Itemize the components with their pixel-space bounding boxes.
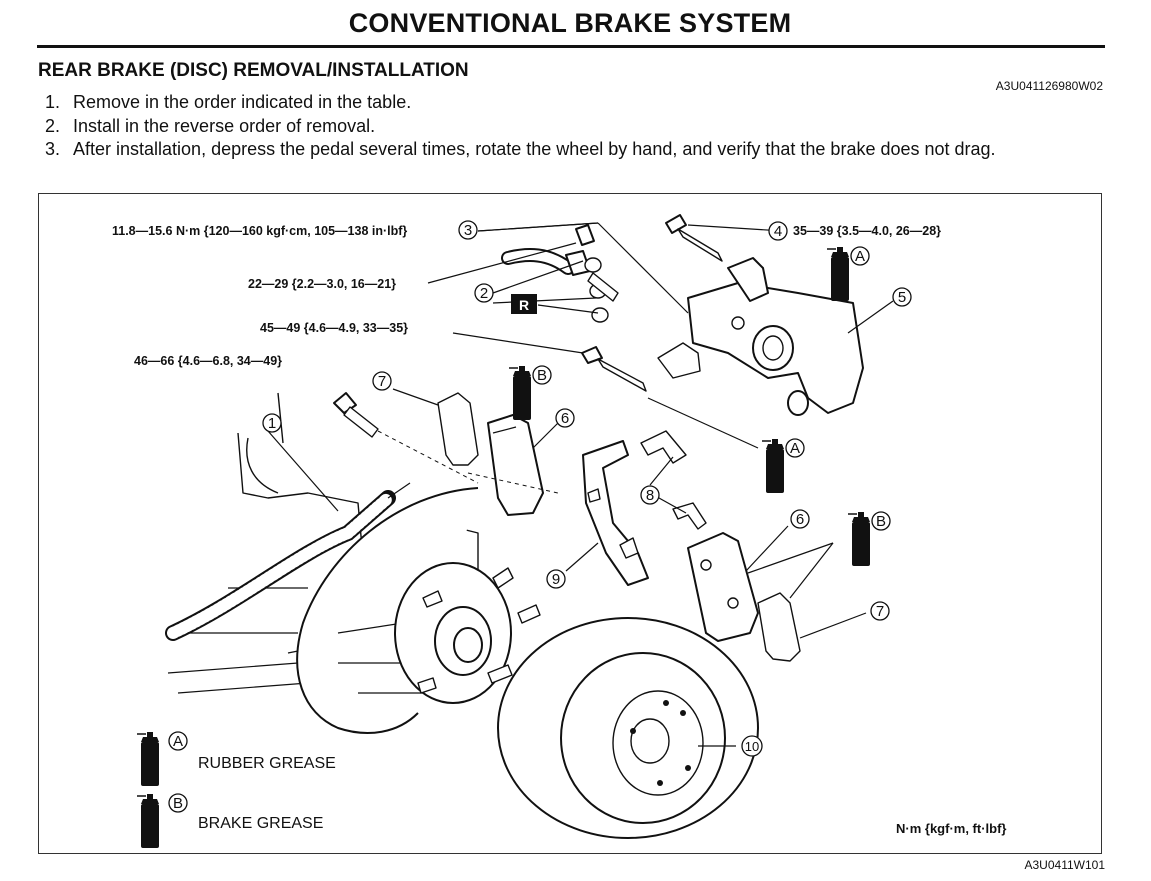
pad-clips [640, 430, 707, 530]
svg-text:A: A [173, 733, 183, 750]
step-number: 1. [45, 92, 61, 112]
inner-brake-pad [487, 414, 544, 516]
parking-brake-cable [165, 482, 411, 641]
legend-label: RUBBER GREASE [198, 755, 336, 772]
grease-can-icon: A [826, 246, 870, 302]
svg-text:7: 7 [876, 603, 884, 620]
callout-1: 1 [262, 413, 282, 433]
section-heading: REAR BRAKE (DISC) REMOVAL/INSTALLATION [38, 60, 469, 81]
svg-text:B: B [537, 367, 547, 384]
step-text: Install in the reverse order of removal. [73, 115, 376, 136]
torque-flare-nut: 22—29 {2.2—3.0, 16—21} [248, 277, 396, 291]
procedure-step: 3. After installation, depress the pedal… [45, 138, 1105, 162]
svg-text:2: 2 [480, 285, 488, 302]
svg-text:6: 6 [561, 410, 569, 427]
callout-7: 7 [870, 601, 890, 621]
figure-code: A3U0411W101 [1024, 858, 1106, 872]
grease-can-icon: B [508, 365, 552, 421]
svg-text:10: 10 [745, 739, 759, 754]
caliper-bolt-upper [665, 214, 723, 262]
grease-can-icon: A [761, 438, 805, 494]
brake-hose-assembly [501, 224, 619, 323]
svg-text:1: 1 [268, 415, 276, 432]
svg-text:B: B [173, 795, 183, 812]
callout-2: 2 [474, 283, 494, 303]
procedure-step: 2. Install in the reverse order of remov… [45, 115, 1105, 139]
inner-pad-shim [437, 392, 479, 466]
figure-frame [38, 193, 1102, 854]
svg-text:7: 7 [378, 373, 386, 390]
callout-8: 8 [640, 485, 660, 505]
wheel-hub [394, 562, 541, 704]
callout-10: 10 [741, 735, 763, 757]
title-divider [37, 45, 1105, 48]
callout-5: 5 [892, 287, 912, 307]
svg-text:R: R [519, 297, 529, 313]
outer-pad-shim [757, 592, 801, 662]
callout-3: 3 [458, 220, 478, 240]
svg-text:4: 4 [774, 223, 782, 240]
grease-can-icon: A [136, 731, 188, 787]
svg-text:A: A [790, 440, 800, 457]
torque-caliper-bolt: 45—49 {4.6—4.9, 33—35} [260, 321, 408, 335]
grease-can-icon: B [847, 511, 891, 567]
caliper-body [657, 257, 864, 416]
svg-text:5: 5 [898, 289, 906, 306]
svg-text:B: B [876, 513, 886, 530]
brake-exploded-diagram: 11.8—15.6 N·m {120—160 kgf·cm, 105—138 i… [112, 214, 1007, 849]
svg-text:3: 3 [464, 222, 472, 239]
step-number: 3. [45, 139, 61, 159]
svg-text:8: 8 [646, 487, 654, 504]
svg-text:9: 9 [552, 571, 560, 588]
callout-7: 7 [372, 371, 392, 391]
torque-bracket-bolt: 46—66 {4.6—6.8, 34—49} [134, 354, 282, 368]
legend-brake-grease: B BRAKE GREASE [136, 793, 323, 849]
legend-rubber-grease: A RUBBER GREASE [136, 731, 336, 787]
brake-disc [497, 617, 759, 839]
legend-label: BRAKE GREASE [198, 815, 323, 832]
alignment-lines [377, 430, 559, 494]
procedure-steps: 1. Remove in the order indicated in the … [45, 91, 1105, 162]
grease-can-icon: B [136, 793, 188, 849]
caliper-bolt-lower [581, 346, 647, 392]
step-text: After installation, depress the pedal se… [73, 139, 996, 159]
svg-text:A: A [855, 248, 865, 265]
svg-text:6: 6 [796, 511, 804, 528]
unit-note: N·m {kgf·m, ft·lbf} [896, 821, 1007, 836]
cable-bolt [333, 392, 379, 438]
procedure-step: 1. Remove in the order indicated in the … [45, 91, 1105, 115]
callout-9: 9 [546, 569, 566, 589]
page-title: CONVENTIONAL BRAKE SYSTEM [348, 8, 792, 38]
step-text: Remove in the order indicated in the tab… [73, 92, 412, 112]
replace-part-marker: R [511, 294, 537, 314]
torque-caliper-upper-bolt: 35—39 {3.5—4.0, 26—28} [793, 224, 941, 238]
document-code: A3U041126980W02 [995, 79, 1103, 93]
callout-6: 6 [790, 509, 810, 529]
caliper-bracket [582, 440, 649, 586]
outer-brake-pad [687, 532, 759, 642]
callout-4: 4 [768, 221, 788, 241]
callout-6: 6 [555, 408, 575, 428]
step-number: 2. [45, 115, 61, 136]
torque-hose-bolt: 11.8—15.6 N·m {120—160 kgf·cm, 105—138 i… [112, 224, 407, 238]
